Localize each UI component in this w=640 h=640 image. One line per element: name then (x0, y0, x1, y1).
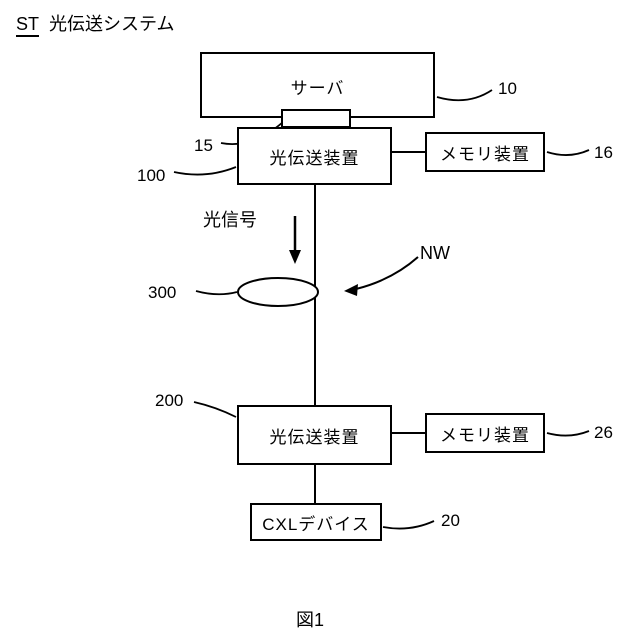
upper-optical-device-label: 光伝送装置 (269, 148, 360, 168)
ref-20-label: 20 (441, 511, 460, 530)
nw-arrowhead (344, 284, 358, 296)
ref-16-label: 16 (594, 143, 613, 162)
leader-line-100 (173, 166, 237, 176)
leader-line-300 (195, 290, 238, 296)
page-title: ST 光伝送システム (16, 10, 175, 37)
ref-26-label: 26 (594, 423, 613, 442)
ref-300-label: 300 (148, 283, 177, 302)
ref-15-label: 15 (194, 136, 213, 155)
figure-caption: 図1 (296, 610, 325, 630)
cxl-device-box: CXLデバイス (250, 503, 382, 541)
server-label: サーバ (290, 79, 345, 98)
leader-line-10 (436, 89, 493, 102)
upper-memory-box: メモリ装置 (425, 132, 545, 172)
interface-connector-box (281, 109, 351, 128)
lower-memory-box: メモリ装置 (425, 413, 545, 453)
leader-line-16 (546, 149, 590, 156)
leader-line-200 (193, 401, 237, 418)
leader-line-20 (382, 520, 435, 530)
ref-100-label: 100 (137, 166, 166, 185)
lower-memory-label: メモリ装置 (440, 425, 530, 445)
upper-memory-label: メモリ装置 (440, 144, 530, 164)
optical-signal-label: 光信号 (203, 210, 257, 230)
system-ref-label: ST (16, 14, 40, 37)
optical-signal-arrowhead (289, 250, 301, 264)
lower-optical-device-box: 光伝送装置 (237, 405, 392, 465)
network-label: NW (420, 243, 450, 263)
cxl-device-label: CXLデバイス (262, 514, 370, 534)
fiber-loop-ellipse (237, 277, 319, 307)
ref-200-label: 200 (155, 391, 184, 410)
leader-line-26 (546, 430, 590, 437)
upper-optical-device-box: 光伝送装置 (237, 127, 392, 185)
ref-10-label: 10 (498, 79, 517, 98)
lower-optical-device-label: 光伝送装置 (269, 427, 360, 447)
system-name-label: 光伝送システム (49, 14, 175, 34)
nw-arrow-curve (355, 256, 419, 290)
